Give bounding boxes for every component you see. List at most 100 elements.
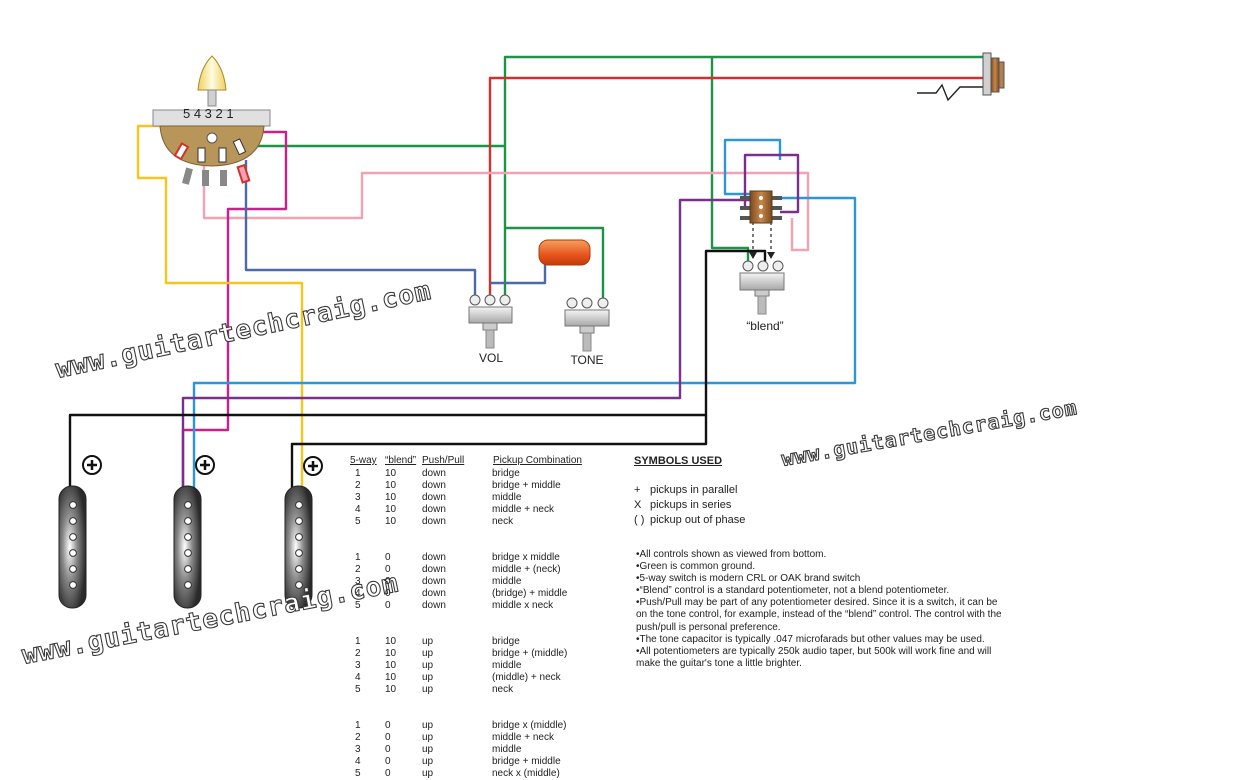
blend-shaft — [757, 295, 767, 315]
tone-pot[interactable]: TONE — [564, 297, 610, 367]
bridge-pickup — [284, 456, 323, 609]
switch-position-numbers: 5 4 3 2 1 — [183, 106, 234, 121]
jack-insulator — [990, 57, 1000, 93]
combination-cell: bridge x middle — [492, 552, 560, 563]
tone-bushing — [579, 325, 595, 334]
blend-value-cell: 10 — [385, 504, 397, 515]
switch-position-cell: 4 — [355, 756, 361, 767]
switch-position-cell: 5 — [355, 516, 361, 527]
combination-cell: middle x neck — [492, 600, 554, 611]
switch-knob[interactable] — [197, 55, 227, 91]
table-header-5way: 5-way — [350, 455, 377, 466]
watermark: www.guitartechcraig.com — [53, 276, 434, 385]
switch-position-cell: 4 — [355, 588, 361, 599]
tone-label: TONE — [570, 353, 603, 367]
switch-lug — [182, 167, 193, 185]
switch-lug — [236, 163, 251, 184]
combination-cell: bridge + middle — [492, 756, 561, 767]
switch-position-cell: 5 — [355, 600, 361, 611]
pushpull-cell: down — [422, 564, 446, 575]
combination-cell: middle — [492, 492, 522, 503]
switch-position-cell: 2 — [355, 480, 361, 491]
tone-shaft — [582, 332, 592, 352]
switch-contact — [173, 142, 190, 161]
combination-cell: bridge + (middle) — [492, 648, 568, 659]
pushpull-cell: down — [422, 600, 446, 611]
switch-position-cell: 5 — [355, 768, 361, 779]
switch-position-cell: 3 — [355, 660, 361, 671]
watermark: www.guitartechcraig.com — [780, 395, 1080, 471]
note: •The tone capacitor is typically .047 mi… — [636, 633, 985, 645]
vol-lugs — [469, 294, 511, 306]
combination-cell: middle + neck — [492, 504, 554, 515]
blend-value-cell: 0 — [385, 744, 391, 755]
pushpull-cell: up — [422, 672, 434, 683]
blend-value-cell: 10 — [385, 480, 397, 491]
combination-cell: (bridge) + middle — [492, 588, 568, 599]
combination-cell: bridge — [492, 636, 520, 647]
blend-value-cell: 0 — [385, 600, 391, 611]
pushpull-cell: up — [422, 648, 434, 659]
blend-value-cell: 10 — [385, 660, 397, 671]
blend-value-cell: 10 — [385, 636, 397, 647]
blend-value-cell: 0 — [385, 732, 391, 743]
table-header-blend: “blend” — [385, 455, 417, 466]
wire-yellow-switch-to-bridge-pickup — [136, 124, 304, 490]
switch-lever — [207, 89, 217, 107]
wire-black-bridge-ground — [290, 415, 708, 490]
pushpull-cell: down — [422, 588, 446, 599]
wire-green-switch-to-jack — [215, 55, 985, 148]
five-way-switch[interactable]: 5 4 3 2 1 — [152, 55, 271, 186]
pushpull-cell: up — [422, 660, 434, 671]
blend-value-cell: 0 — [385, 588, 391, 599]
pushpull-cell: down — [422, 576, 446, 587]
vol-body — [468, 306, 513, 324]
combination-table: 5-way “blend” Push/Pull Pickup Combinati… — [350, 455, 620, 779]
combination-cell: middle + neck — [492, 732, 554, 743]
push-pull-switch[interactable] — [740, 190, 782, 224]
pushpull-cell: down — [422, 504, 446, 515]
volume-pot[interactable]: VOL — [468, 294, 513, 365]
jack-barrel — [998, 61, 1005, 89]
blend-body — [739, 272, 785, 291]
pushpull-cell: up — [422, 720, 434, 731]
pushpull-cell: down — [422, 468, 446, 479]
note: •Green is common ground. — [636, 561, 756, 573]
symbol-text: pickups in parallel — [650, 484, 738, 496]
pushpull-cell: down — [422, 516, 446, 527]
wire-green-blend-ground — [710, 57, 750, 265]
pushpull-cell: down — [422, 552, 446, 563]
wire-purple-pushpull-loop — [743, 153, 800, 214]
blend-value-cell: 10 — [385, 684, 397, 695]
symbol-glyph: ( ) — [634, 514, 645, 526]
pushpull-cell: up — [422, 744, 434, 755]
symbol-row: +pickups in parallel — [634, 483, 745, 498]
blend-lugs — [742, 260, 784, 272]
wire-blue-pushpull-loop — [723, 138, 782, 196]
table-row: 4 0 down (bridge) + middle — [350, 588, 610, 600]
vol-bushing — [482, 322, 498, 331]
switch-position-cell: 2 — [355, 648, 361, 659]
table-header-pushpull: Push/Pull — [422, 455, 465, 466]
switch-position-cell: 1 — [355, 468, 361, 479]
wire-slate-vol-to-cap — [490, 262, 547, 285]
switch-position-cell: 4 — [355, 672, 361, 683]
combination-cell: neck x (middle) — [492, 768, 560, 779]
switch-contact — [218, 147, 227, 163]
note: •All potentiometers are typically 250k a… — [636, 645, 992, 669]
switch-position-cell: 2 — [355, 732, 361, 743]
blend-pot[interactable]: “blend” — [739, 260, 785, 333]
output-jack[interactable] — [917, 52, 1005, 102]
symbol-row: ( )pickup out of phase — [634, 513, 745, 528]
blend-value-cell: 10 — [385, 468, 397, 479]
